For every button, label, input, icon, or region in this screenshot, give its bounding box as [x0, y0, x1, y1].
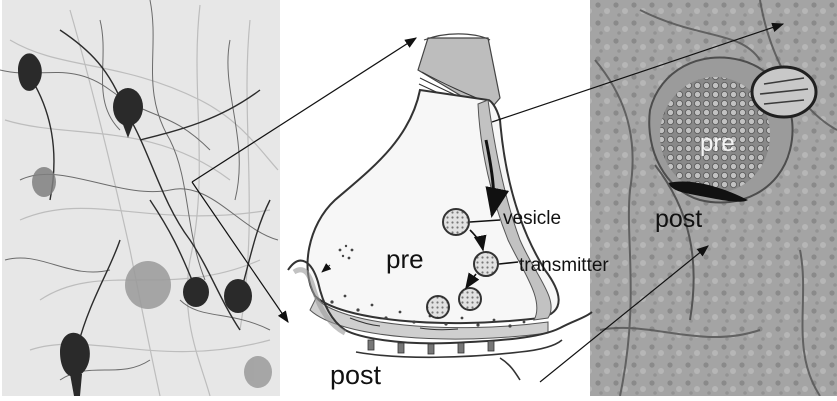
left-micrograph-panel	[0, 0, 280, 396]
presynaptic-label: pre	[386, 246, 424, 272]
synapse-schematic	[288, 34, 592, 380]
em-presynaptic-label: pre	[700, 132, 735, 156]
em-postsynaptic-label: post	[655, 207, 702, 232]
postsynaptic-label: post	[330, 362, 381, 389]
right-em-panel	[590, 0, 837, 396]
presynaptic-bouton	[308, 90, 559, 323]
vesicle-label: vesicle	[503, 209, 561, 228]
transmitter-label: transmitter	[519, 256, 609, 275]
